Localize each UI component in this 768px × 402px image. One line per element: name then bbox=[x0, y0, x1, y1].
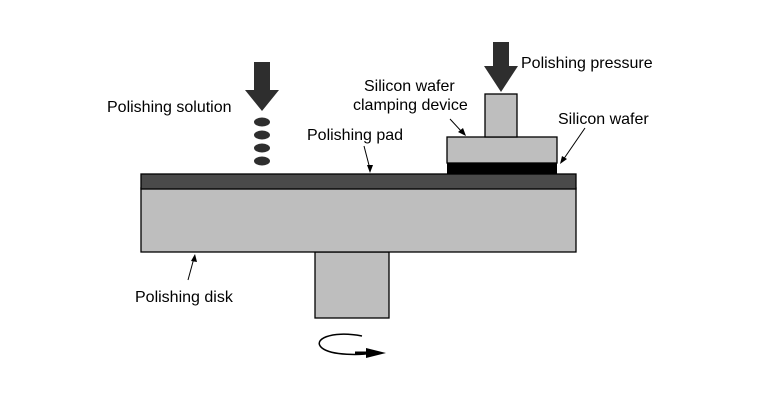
clamping-device bbox=[446, 136, 558, 164]
label-polishing-solution: Polishing solution bbox=[107, 99, 232, 116]
solution-drop bbox=[254, 117, 270, 127]
label-polishing-pressure: Polishing pressure bbox=[521, 55, 653, 72]
disk-spindle bbox=[314, 251, 390, 319]
label-polishing-disk: Polishing disk bbox=[135, 289, 234, 306]
leader-silicon-wafer bbox=[560, 127, 586, 164]
solution-drop bbox=[254, 130, 270, 140]
leader-polishing-disk bbox=[187, 254, 197, 281]
pressure-arrow-icon bbox=[484, 42, 518, 92]
polishing-disk bbox=[140, 187, 577, 253]
rotation-arrow-icon bbox=[318, 333, 386, 358]
leader-clamping-device bbox=[449, 118, 466, 136]
polishing-pad bbox=[140, 173, 577, 190]
leader-polishing-pad bbox=[363, 145, 373, 173]
label-clamping-device-line1: Silicon wafer bbox=[364, 78, 455, 95]
solution-drop bbox=[254, 156, 270, 166]
silicon-wafer bbox=[447, 163, 557, 174]
solution-drops bbox=[254, 117, 270, 166]
label-polishing-pad: Polishing pad bbox=[307, 127, 403, 144]
solution-drop bbox=[254, 143, 270, 153]
label-silicon-wafer: Silicon wafer bbox=[558, 111, 649, 128]
label-clamping-device-line2: clamping device bbox=[353, 97, 468, 114]
clamping-spindle bbox=[484, 93, 518, 138]
solution-arrow-icon bbox=[245, 62, 279, 111]
